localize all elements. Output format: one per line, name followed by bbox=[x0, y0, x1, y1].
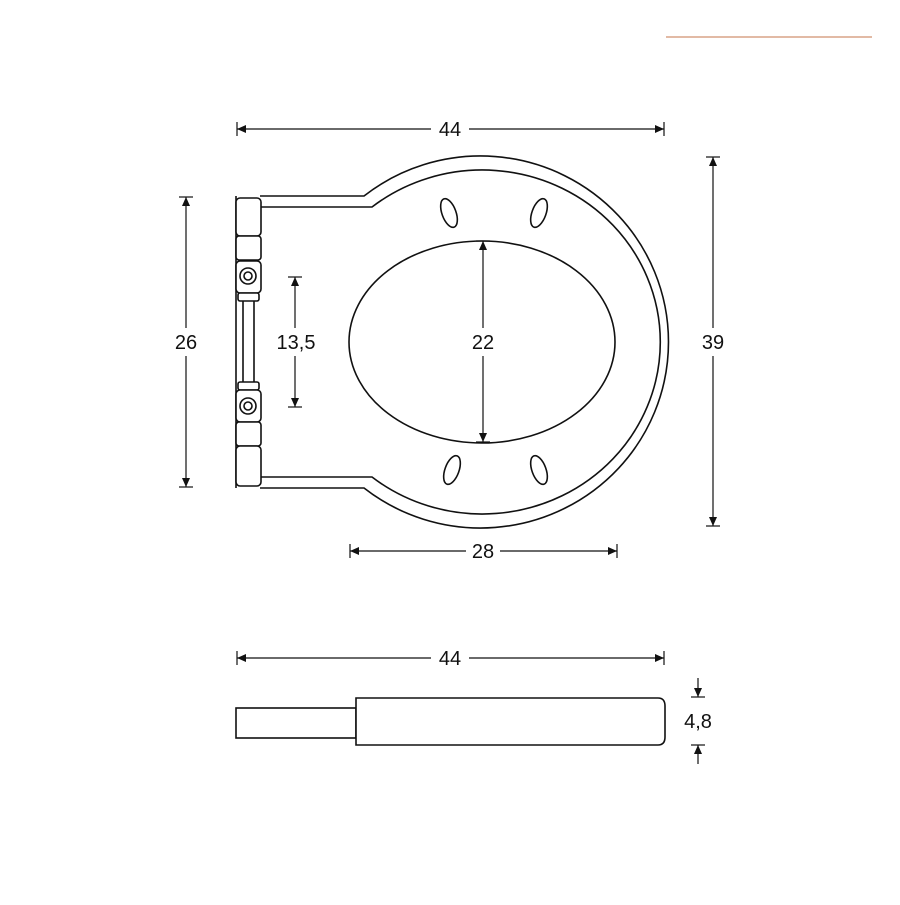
seat-side-view bbox=[235, 697, 666, 746]
seat-inner-outline bbox=[260, 169, 662, 515]
hinge-collar-top bbox=[237, 292, 260, 302]
dim-top-width-label: 44 bbox=[439, 119, 461, 141]
dim-opening-height-label: 22 bbox=[472, 332, 494, 354]
hinge-bolt-top-icon bbox=[239, 267, 257, 285]
seat-outer-outline bbox=[260, 155, 670, 529]
bumper-slot-top-right bbox=[529, 197, 549, 229]
hinge-cap-top bbox=[235, 197, 262, 237]
hinge-collar-bottom bbox=[237, 381, 260, 391]
dim-opening-height: 22 bbox=[466, 240, 500, 443]
hinge-bolt-bottom-icon bbox=[239, 397, 257, 415]
dim-hinge-spacing: 13,5 bbox=[272, 276, 320, 408]
side-view-seat-body bbox=[355, 697, 666, 746]
hinge-bolt-bottom-inner bbox=[243, 401, 253, 411]
dim-thickness-label: 4,8 bbox=[684, 711, 712, 733]
bumper-slot-top-left bbox=[439, 197, 459, 229]
hinge-assembly bbox=[235, 196, 262, 488]
dim-hinge-spacing-label: 13,5 bbox=[277, 332, 316, 354]
bumper-slot-bottom-left bbox=[442, 454, 462, 486]
dim-thickness: 4,8 bbox=[684, 678, 712, 764]
dim-hinge-span-label: 26 bbox=[175, 332, 197, 354]
hinge-cap-bottom bbox=[235, 445, 262, 487]
bumper-slot-bottom-right bbox=[529, 454, 549, 486]
seat-top-view bbox=[260, 155, 670, 529]
dim-opening-width-label: 28 bbox=[472, 541, 494, 563]
dim-side-width-label: 44 bbox=[439, 648, 461, 670]
side-view-hinge-part bbox=[235, 707, 357, 739]
hinge-block-top bbox=[235, 235, 262, 261]
hinge-bolt-top-inner bbox=[243, 271, 253, 281]
dim-opening-width: 28 bbox=[349, 541, 618, 563]
dim-overall-height: 39 bbox=[696, 156, 730, 527]
dim-side-width: 44 bbox=[236, 648, 665, 670]
dim-top-width: 44 bbox=[236, 119, 665, 141]
hinge-block-bottom bbox=[235, 421, 262, 447]
dim-hinge-span: 26 bbox=[168, 196, 204, 488]
dim-overall-height-label: 39 bbox=[702, 332, 724, 354]
